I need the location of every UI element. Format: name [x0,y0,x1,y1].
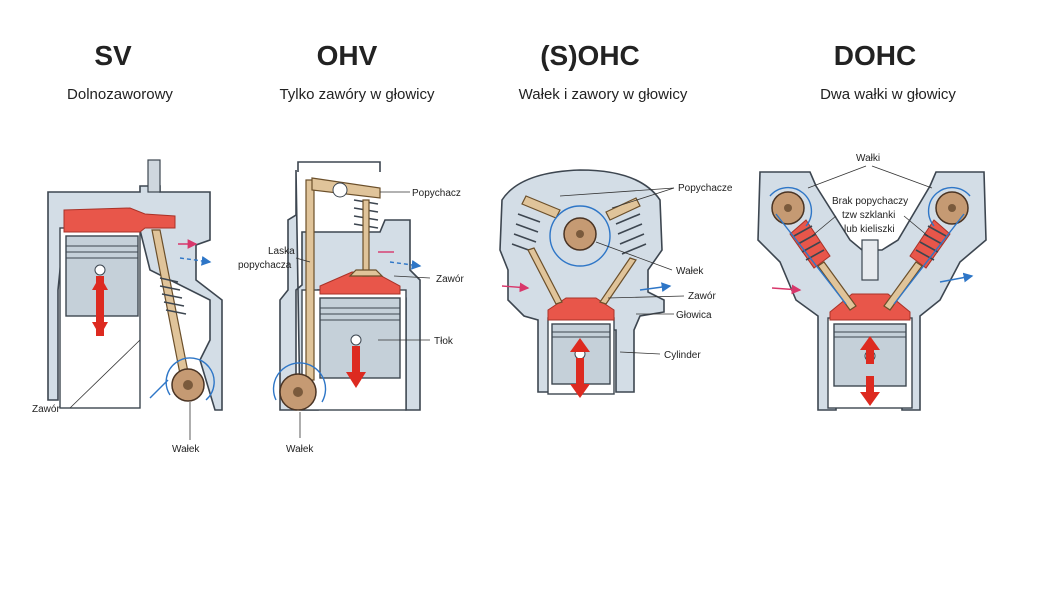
sv-valve-spring [159,277,187,315]
sohc-spring-left [511,213,541,253]
ohv-diagram: Popychacz Laska popychacza Zawór Tłok Wa… [238,161,464,455]
dohc-label-note-3: lub kieliszki [844,224,895,235]
sohc-label-valve: Zawór [688,291,716,302]
sohc-label-head: Głowica [676,310,712,321]
sohc-title: (S)OHC [540,40,640,71]
dohc-diagram: Wałki Brak popychaczy tzw szklanki lub k… [757,153,987,411]
sohc-label-tappets: Popychacze [678,183,733,194]
dohc-title: DOHC [833,40,917,71]
dohc-subtitle: Dwa wałki w głowicy [820,86,956,103]
sv-label-cam: Wałek [172,444,200,455]
sohc-label-cam: Wałek [676,266,704,277]
ohv-label-valve: Zawór [436,274,464,285]
ohv-combustion-chamber [319,271,401,295]
sv-title: SV [94,40,132,71]
sv-piston-arrow-icon [96,276,104,336]
sv-spark-plug [147,159,161,193]
sv-label-valve: Zawór [32,404,60,415]
dohc-label-cams: Wałki [856,153,880,164]
ohv-pushrod [305,179,315,381]
ohv-title: OHV [316,40,378,71]
sohc-subtitle: Wałek i zawory w głowicy [518,86,688,103]
ohv-subtitle: Tylko zawóry w głowicy [279,86,435,103]
sohc-combustion-chamber [547,297,615,321]
sv-combustion-chamber [63,207,176,233]
dohc-label-note-2: tzw szklanki [842,210,895,221]
ohv-label-rod-2: popychacza [238,260,292,271]
sv-diagram: Zawór Wałek [32,159,223,455]
ohv-label-cam: Wałek [286,444,314,455]
dohc-spark-plug [861,239,879,281]
dohc-piston-arrow-icon [866,376,874,398]
dohc-label-note-1: Brak popychaczy [832,196,908,207]
sohc-diagram: Popychacze Wałek Zawór Głowica Cylinder [499,169,733,398]
sohc-piston-arrow-icon [576,358,584,392]
sohc-label-cylinder: Cylinder [664,350,701,361]
sohc-spring-right [615,213,647,255]
ohv-label-rod-1: Laska [268,246,295,257]
ohv-piston-arrow-icon [352,346,360,380]
ohv-label-piston: Tłok [434,336,454,347]
sv-subtitle: Dolnozaworowy [67,86,173,103]
ohv-label-tappet: Popychacz [412,188,461,199]
